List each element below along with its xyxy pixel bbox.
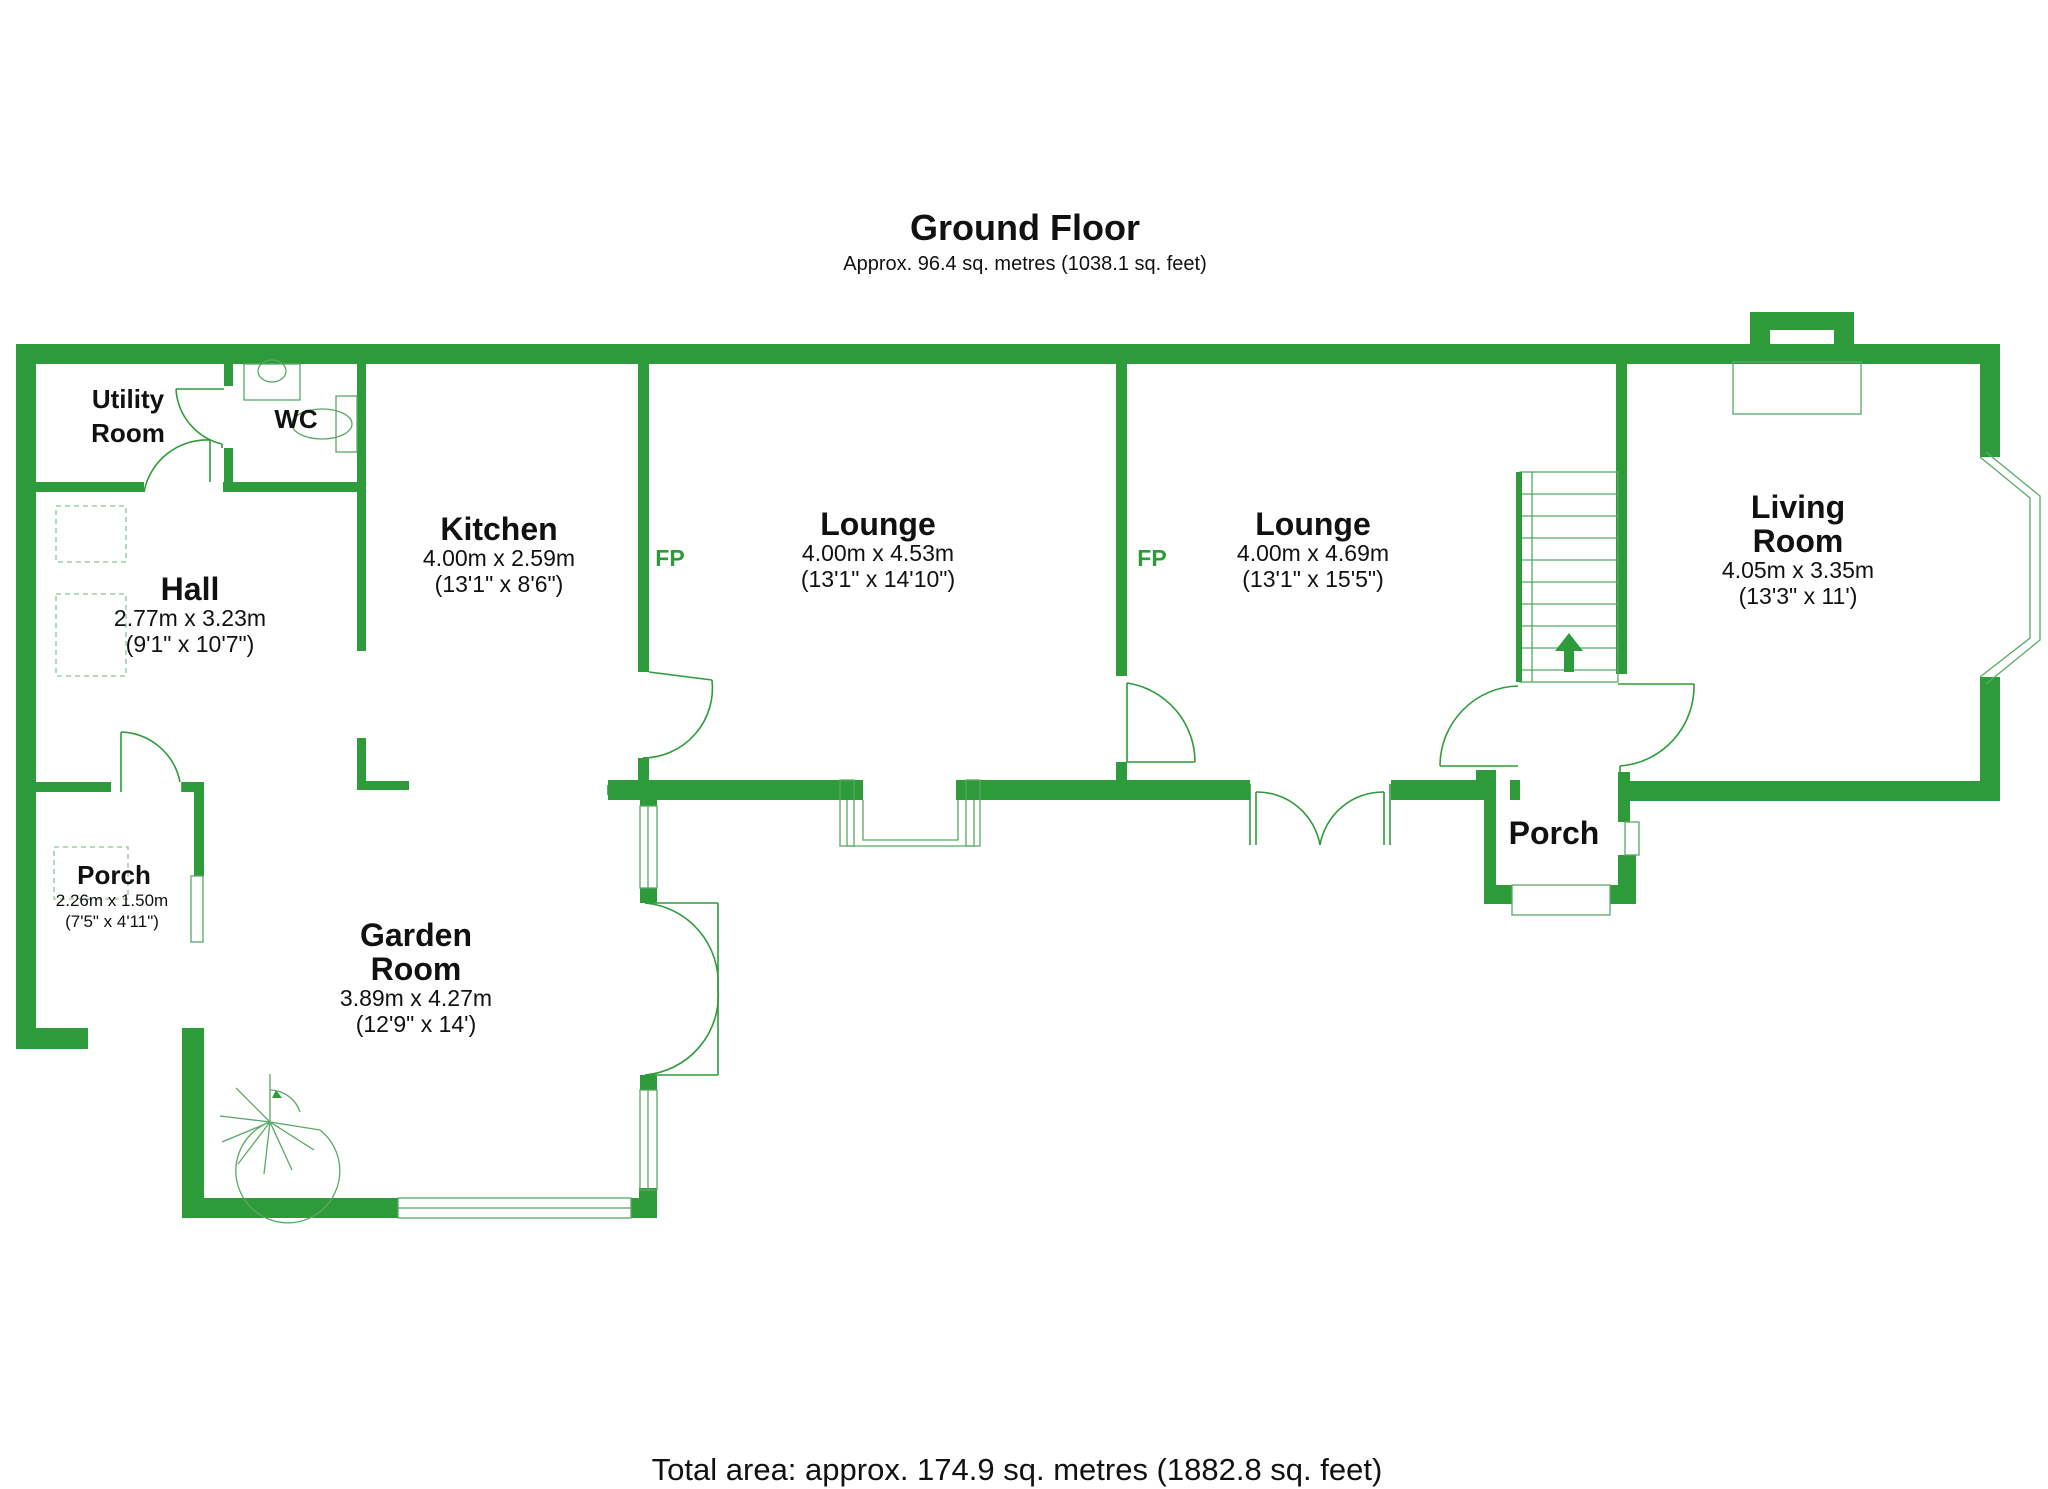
room-imperial-living: (13'3" x 11') bbox=[1739, 583, 1858, 609]
room-name-garden-line2: Room bbox=[371, 951, 462, 987]
stairs-up-arrow-icon bbox=[1555, 633, 1583, 672]
fireplace-label-lounge-2: FP bbox=[1137, 545, 1166, 571]
room-imperial-lounge-1: (13'1" x 14'10") bbox=[801, 566, 955, 592]
room-metric-garden: 3.89m x 4.27m bbox=[340, 985, 492, 1011]
room-name-living-line2: Room bbox=[1753, 523, 1844, 559]
room-metric-lounge-1: 4.00m x 4.53m bbox=[802, 540, 954, 566]
spiral-up-arrow-icon bbox=[272, 1090, 282, 1098]
room-imperial-lounge-2: (13'1" x 15'5") bbox=[1242, 566, 1383, 592]
room-name-porch-left: Porch bbox=[77, 860, 151, 890]
room-metric-living: 4.05m x 3.35m bbox=[1722, 557, 1874, 583]
room-metric-hall: 2.77m x 3.23m bbox=[114, 605, 266, 631]
room-imperial-porch-left: (7'5" x 4'11") bbox=[65, 912, 159, 931]
room-name-kitchen: Kitchen bbox=[440, 511, 557, 547]
room-imperial-hall: (9'1" x 10'7") bbox=[126, 631, 255, 657]
room-name-lounge-1: Lounge bbox=[820, 506, 936, 542]
room-name-porch-right: Porch bbox=[1509, 815, 1600, 851]
room-name-wc: WC bbox=[274, 404, 318, 434]
room-imperial-garden: (12'9" x 14') bbox=[356, 1011, 477, 1037]
total-area: Total area: approx. 174.9 sq. metres (18… bbox=[652, 1452, 1383, 1487]
spiral-staircase bbox=[219, 1074, 341, 1224]
room-metric-lounge-2: 4.00m x 4.69m bbox=[1237, 540, 1389, 566]
floor-title: Ground Floor bbox=[910, 207, 1140, 248]
walls bbox=[16, 312, 2000, 1218]
room-name-lounge-2: Lounge bbox=[1255, 506, 1371, 542]
room-name-utility-line1: Utility bbox=[92, 384, 165, 414]
room-name-living-line1: Living bbox=[1751, 489, 1845, 525]
room-imperial-kitchen: (13'1" x 8'6") bbox=[435, 571, 564, 597]
room-name-garden-line1: Garden bbox=[360, 917, 472, 953]
room-name-hall: Hall bbox=[161, 571, 220, 607]
fixtures bbox=[53, 359, 2041, 1224]
room-name-utility-line2: Room bbox=[91, 418, 165, 448]
room-metric-kitchen: 4.00m x 2.59m bbox=[423, 545, 575, 571]
room-metric-porch-left: 2.26m x 1.50m bbox=[56, 891, 168, 910]
fireplace-label-lounge-1: FP bbox=[655, 545, 684, 571]
floor-area-subtitle: Approx. 96.4 sq. metres (1038.1 sq. feet… bbox=[843, 253, 1207, 275]
